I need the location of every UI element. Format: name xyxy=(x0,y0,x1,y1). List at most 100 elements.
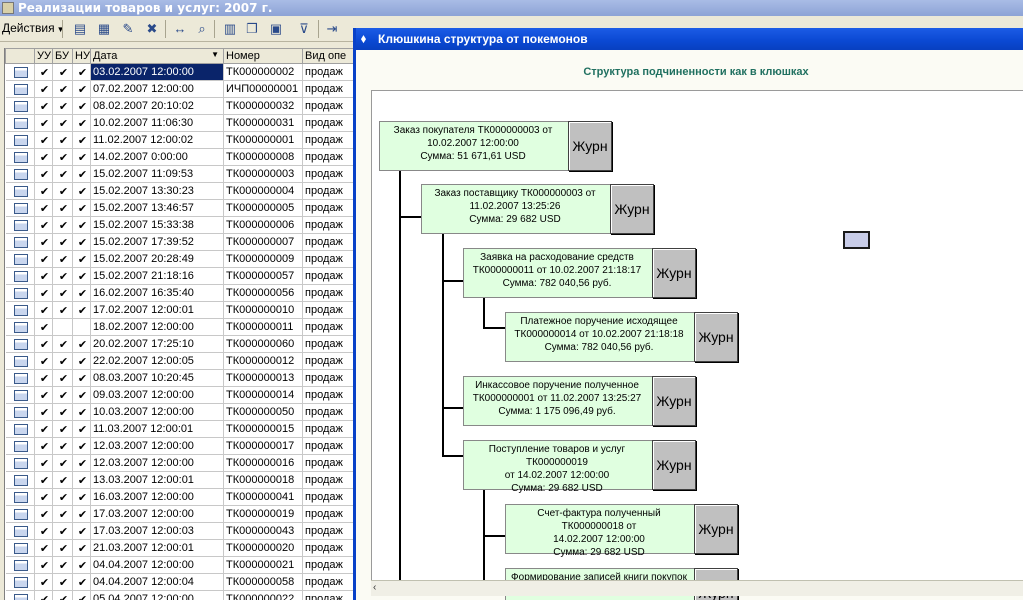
row-doc-icon xyxy=(5,573,35,591)
column-header-date-label: Дата xyxy=(93,50,118,62)
print-icon[interactable]: ▣ xyxy=(269,21,283,36)
column-header-number[interactable]: Номер xyxy=(223,48,303,64)
structure-window-titlebar[interactable]: ⬧ Клюшкина структура от покемонов xyxy=(356,28,1023,50)
date-cell: 15.02.2007 13:46:57 xyxy=(90,199,224,217)
documents-grid: УУ БУ НУ Дата▼ Номер Вид опе ✔✔✔03.02.20… xyxy=(4,48,356,600)
operation-kind-cell: продаж xyxy=(302,284,356,302)
column-header-icon[interactable] xyxy=(5,48,35,64)
horizontal-scrollbar[interactable]: ‹ xyxy=(371,580,1023,596)
add-group-icon[interactable]: ▦ xyxy=(97,21,111,36)
bu-check: ✔ xyxy=(52,199,73,217)
journal-button[interactable]: Журн xyxy=(694,504,738,554)
column-header-date[interactable]: Дата▼ xyxy=(90,48,224,64)
delete-mark-icon[interactable]: ✖ xyxy=(146,21,158,36)
window-icon: ⬧ xyxy=(361,33,366,45)
tree-icon[interactable]: ▥ xyxy=(223,21,237,36)
operation-kind-cell: продаж xyxy=(302,267,356,285)
nu-check: ✔ xyxy=(72,216,91,234)
date-cell: 04.04.2007 12:00:04 xyxy=(90,573,224,591)
tree-connector xyxy=(483,489,485,591)
structure-node[interactable]: Счет-фактура полученный ТК000000018 от 1… xyxy=(505,504,738,558)
column-header-bu[interactable]: БУ xyxy=(52,48,73,64)
operation-kind-cell: продаж xyxy=(302,216,356,234)
uu-check: ✔ xyxy=(34,335,53,353)
column-header-nu[interactable]: НУ xyxy=(72,48,91,64)
row-doc-icon xyxy=(5,403,35,421)
structure-node[interactable]: Инкассовое поручение полученное ТК000000… xyxy=(463,376,696,426)
back-window-titlebar[interactable]: Реализации товаров и услуг: 2007 г. xyxy=(0,0,1023,16)
structure-node[interactable]: Заказ покупателя ТК000000003 от 10.02.20… xyxy=(379,121,612,171)
find-icon[interactable]: ⌕ xyxy=(198,21,206,36)
column-header-kind[interactable]: Вид опе xyxy=(302,48,356,64)
column-header-uu[interactable]: УУ xyxy=(34,48,53,64)
selection-marker[interactable] xyxy=(843,231,870,249)
filter-icon[interactable]: ⊽ xyxy=(299,21,309,36)
edit-icon[interactable]: ✎ xyxy=(122,21,134,36)
structure-node[interactable]: Платежное поручение исходящее ТК00000001… xyxy=(505,312,738,362)
row-doc-icon xyxy=(5,454,35,472)
bu-check: ✔ xyxy=(52,97,73,115)
journal-button[interactable]: Журн xyxy=(694,312,738,362)
actions-label: Действия xyxy=(2,21,55,35)
toolbar-separator xyxy=(165,20,166,38)
operation-kind-cell: продаж xyxy=(302,199,356,217)
documents-table: УУ БУ НУ Дата▼ Номер Вид опе ✔✔✔03.02.20… xyxy=(5,48,356,600)
copy-icon[interactable]: ❐ xyxy=(246,21,258,36)
uu-check: ✔ xyxy=(34,233,53,251)
journal-button[interactable]: Журн xyxy=(610,184,654,234)
toolbar-separator xyxy=(214,20,215,38)
add-icon[interactable]: ▤ xyxy=(73,21,87,36)
journal-button[interactable]: Журн xyxy=(652,440,696,490)
actions-menu[interactable]: Действия▼ xyxy=(2,21,65,35)
row-doc-icon xyxy=(5,284,35,302)
bu-check: ✔ xyxy=(52,284,73,302)
journal-button[interactable]: Журн xyxy=(652,248,696,298)
structure-node[interactable]: Поступление товаров и услуг ТК000000019 … xyxy=(463,440,696,494)
scroll-left-icon[interactable]: ‹ xyxy=(373,582,377,593)
doc-icon xyxy=(13,406,28,418)
journal-button[interactable]: Журн xyxy=(652,376,696,426)
operation-kind-cell: продаж xyxy=(302,80,356,98)
doc-icon xyxy=(13,270,28,282)
navigate-icon[interactable]: ⇥ xyxy=(326,21,338,36)
journal-button[interactable]: Журн xyxy=(568,121,612,171)
uu-check: ✔ xyxy=(34,301,53,319)
interval-icon[interactable]: ↔ xyxy=(173,21,187,36)
structure-node[interactable]: Заявка на расходование средств ТК0000000… xyxy=(463,248,696,298)
uu-check: ✔ xyxy=(34,182,53,200)
nu-check: ✔ xyxy=(72,386,91,404)
structure-node[interactable]: Заказ поставщику ТК000000003 от 11.02.20… xyxy=(421,184,654,234)
